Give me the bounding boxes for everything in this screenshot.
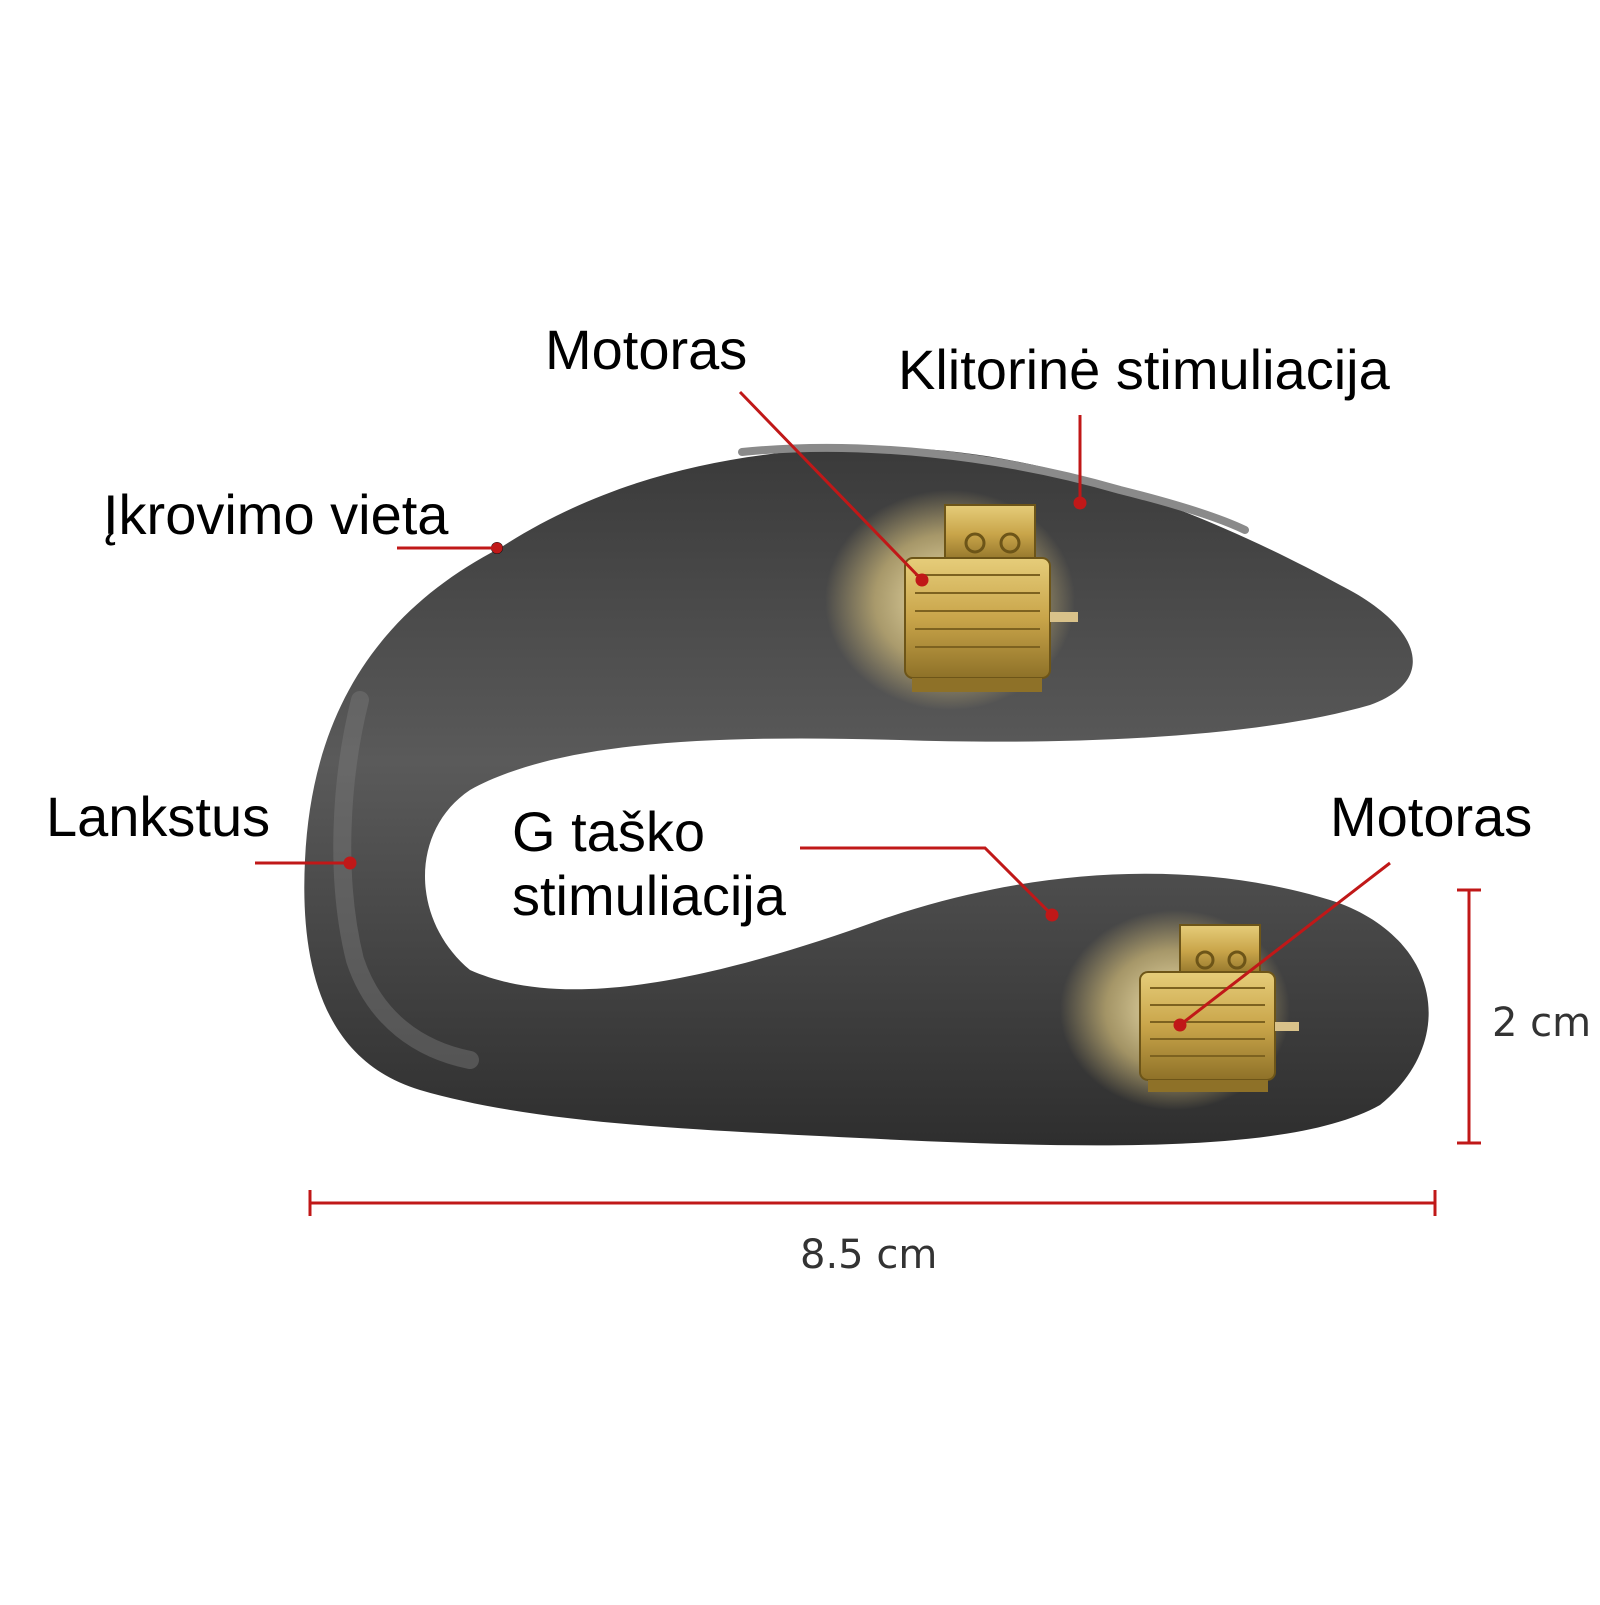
motor-bottom-icon	[1060, 910, 1299, 1110]
leader-motor-bottom	[1179, 861, 1391, 1027]
label-charging-point: Įkrovimo vieta	[103, 483, 449, 546]
label-width-dimension: 8.5 cm	[800, 1232, 938, 1278]
dimension-lines	[308, 888, 1481, 1216]
label-gspot-stimulation: G taško stimuliacija	[512, 800, 786, 929]
bend-highlight	[333, 691, 479, 1069]
label-height-dimension: 2 cm	[1492, 1000, 1592, 1046]
leader-motor-top	[738, 390, 924, 582]
leader-lines	[255, 390, 1391, 1032]
label-gspot-line2: stimuliacija	[512, 864, 786, 928]
label-motor-bottom: Motoras	[1330, 785, 1533, 848]
leader-gspot	[800, 846, 1054, 917]
top-ridge	[738, 443, 1249, 534]
label-flexible: Lankstus	[46, 785, 271, 848]
label-clitoral-stimulation: Klitorinė stimuliacija	[898, 338, 1390, 401]
label-gspot-line1: G taško	[512, 800, 705, 863]
label-motor-top: Motoras	[545, 318, 748, 381]
